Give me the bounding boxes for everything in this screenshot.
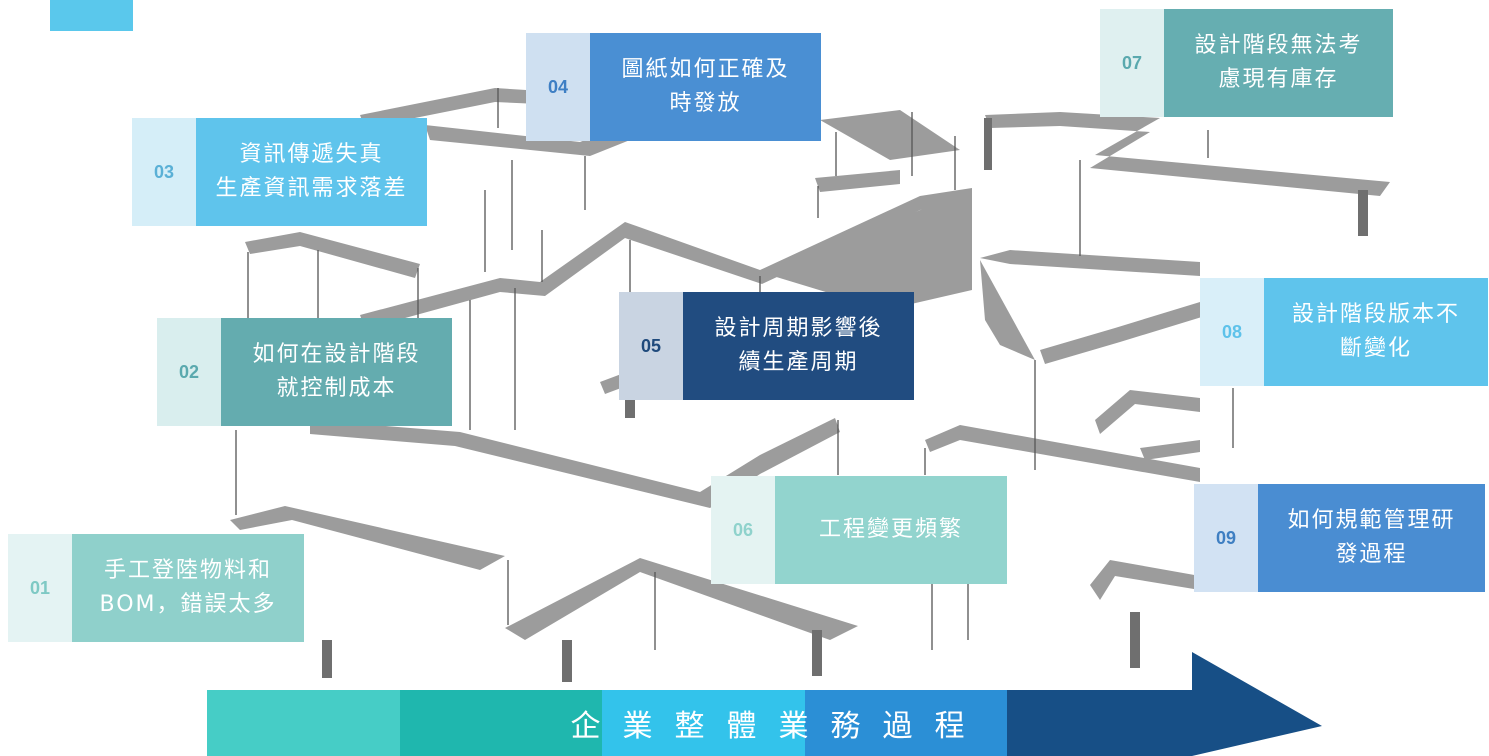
issue-number: 07 bbox=[1100, 9, 1164, 117]
issue-number: 06 bbox=[711, 476, 775, 584]
issue-number: 05 bbox=[619, 292, 683, 400]
issue-text: 設計階段版本不 斷變化 bbox=[1264, 278, 1488, 386]
issue-text: 資訊傳遞失真 生產資訊需求落差 bbox=[196, 118, 427, 226]
issue-text: 設計階段無法考 慮現有庫存 bbox=[1164, 9, 1393, 117]
process-arrow bbox=[207, 652, 1322, 756]
issue-text: 設計周期影響後 續生產周期 bbox=[683, 292, 914, 400]
issue-text: 手工登陸物料和 BOM，錯誤太多 bbox=[72, 534, 304, 642]
issue-card-07: 07 設計階段無法考 慮現有庫存 bbox=[1100, 9, 1393, 117]
issue-card-05: 05 設計周期影響後 續生產周期 bbox=[619, 292, 914, 400]
issue-text: 如何規範管理研 發過程 bbox=[1258, 484, 1485, 592]
issue-card-03: 03 資訊傳遞失真 生產資訊需求落差 bbox=[132, 118, 427, 226]
issue-text: 圖紙如何正確及 時發放 bbox=[590, 33, 821, 141]
issue-card-06: 06 工程變更頻繁 bbox=[711, 476, 1007, 584]
issue-number: 03 bbox=[132, 118, 196, 226]
issue-card-09: 09 如何規範管理研 發過程 bbox=[1194, 484, 1485, 592]
issue-card-08: 08 設計階段版本不 斷變化 bbox=[1200, 278, 1488, 386]
issue-number: 04 bbox=[526, 33, 590, 141]
issue-number: 01 bbox=[8, 534, 72, 642]
issue-number: 08 bbox=[1200, 278, 1264, 386]
issue-text: 工程變更頻繁 bbox=[775, 476, 1007, 584]
issue-card-02: 02 如何在設計階段 就控制成本 bbox=[157, 318, 452, 426]
process-arrow-label: 企業整體業務過程 bbox=[570, 709, 987, 744]
issue-number: 02 bbox=[157, 318, 221, 426]
issue-card-01: 01 手工登陸物料和 BOM，錯誤太多 bbox=[8, 534, 304, 642]
issue-card-04: 04 圖紙如何正確及 時發放 bbox=[526, 33, 821, 141]
issue-text: 如何在設計階段 就控制成本 bbox=[221, 318, 452, 426]
corner-accent-tab bbox=[50, 0, 133, 31]
issue-number: 09 bbox=[1194, 484, 1258, 592]
